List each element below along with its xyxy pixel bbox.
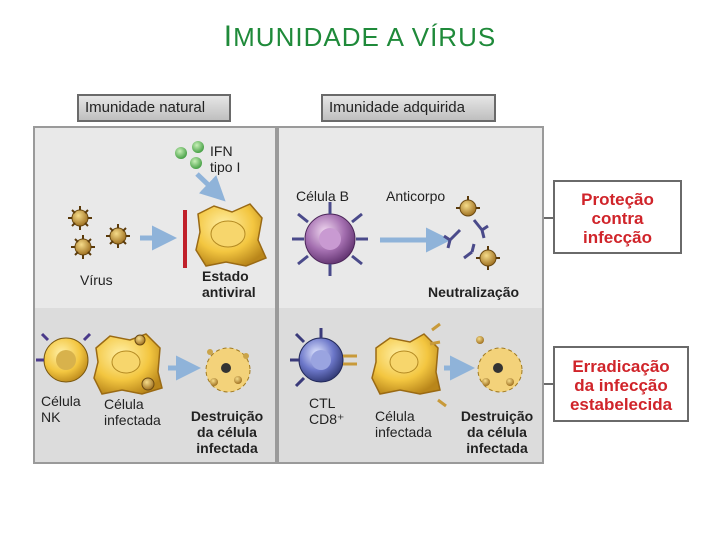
label-nk-cell-line1: Célula <box>41 393 81 409</box>
virus-particle-icon <box>68 206 130 259</box>
ctl-cell-icon <box>290 328 357 388</box>
label-destruction-acquired-line1: Destruição <box>460 408 534 424</box>
label-nk-cell: Célula NK <box>41 393 81 425</box>
label-infected-cell-acquired: Célula infectada <box>375 408 432 440</box>
label-ifn: IFN tipo I <box>210 143 240 175</box>
outcome-eradication-line1: Erradicação <box>572 357 670 376</box>
header-acquired-immunity: Imunidade adquirida <box>321 94 496 122</box>
label-destruction-acquired-line3: infectada <box>466 440 528 456</box>
label-ctl: CTL CD8⁺ <box>309 395 344 427</box>
label-destruction-acquired-line2: da célula <box>467 424 527 440</box>
nk-cell-icon <box>36 332 92 383</box>
label-nk-cell-line2: NK <box>41 409 61 425</box>
label-ifn-line2: tipo I <box>210 159 241 175</box>
outcome-protection-box: Proteção contra infecção <box>553 180 682 254</box>
label-antiviral-state: Estado antiviral <box>202 268 256 300</box>
label-neutralization: Neutralização <box>428 284 520 300</box>
label-destruction-natural-line2: da célula <box>197 424 257 440</box>
label-infected-natural-line1: Célula <box>104 396 144 412</box>
outcome-protection-line3: infecção <box>583 228 652 247</box>
ctl-infected-cell-icon <box>371 322 447 408</box>
outcome-eradication-line2: da infecção <box>574 376 668 395</box>
infected-cell-icon <box>93 333 163 395</box>
antiviral-cell-icon <box>195 203 268 267</box>
label-ctl-line1: CTL <box>309 395 336 411</box>
ctl-destroyed-cell-icon <box>476 336 523 393</box>
title-initial: I <box>223 20 234 53</box>
label-destruction-natural-line1: Destruição <box>190 408 264 424</box>
label-virus: Vírus <box>80 272 113 288</box>
title-rest: MUNIDADE A VÍRUS <box>233 22 497 52</box>
outcome-eradication-box: Erradicação da infecção estabelecida <box>553 346 689 422</box>
outcome-eradication-line3: estabelecida <box>569 395 673 414</box>
label-ifn-line1: IFN <box>210 143 233 159</box>
label-antibody: Anticorpo <box>386 188 446 204</box>
label-destruction-natural-line3: infectada <box>196 440 258 456</box>
label-infected-acquired-line2: infectada <box>375 424 432 440</box>
b-cell-icon <box>292 202 368 276</box>
label-infected-cell-natural: Célula infectada <box>104 396 161 428</box>
label-antiviral-state-line1: Estado <box>202 268 249 284</box>
label-infected-natural-line2: infectada <box>104 412 161 428</box>
label-infected-acquired-line1: Célula <box>375 408 415 424</box>
header-natural-immunity: Imunidade natural <box>77 94 231 122</box>
label-destruction-acquired: Destruição da célula infectada <box>452 408 542 456</box>
destroyed-cell-icon <box>205 347 251 393</box>
outcome-protection-line2: contra <box>591 209 644 228</box>
label-ctl-line2: CD8⁺ <box>309 411 345 427</box>
label-antiviral-state-line2: antiviral <box>202 284 256 300</box>
page-title: IMUNIDADE A VÍRUS <box>0 20 720 54</box>
ifn-arrow <box>195 172 226 202</box>
label-destruction-natural: Destruição da célula infectada <box>181 408 273 456</box>
outcome-protection-line1: Proteção <box>581 190 654 209</box>
label-b-cell: Célula B <box>296 188 349 204</box>
ifn-molecule-icon <box>175 141 204 169</box>
antibody-virus-complex-icon <box>443 196 500 270</box>
